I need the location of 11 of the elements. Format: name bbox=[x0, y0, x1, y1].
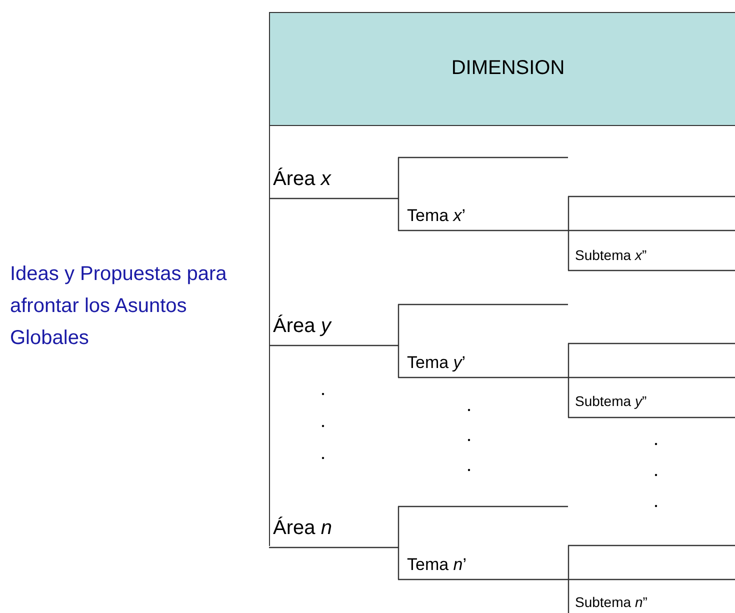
header-title: DIMENSION bbox=[269, 12, 735, 125]
area-label: Área n bbox=[273, 517, 332, 540]
area-label: Área x bbox=[273, 168, 331, 191]
side-note: Ideas y Propuestas para afrontar los Asuntos Globales bbox=[10, 262, 228, 351]
area-label: Área y bbox=[273, 315, 331, 338]
subtopic-label: Subtema n” bbox=[575, 594, 648, 610]
topic-label: Tema n’ bbox=[407, 555, 467, 575]
topic-label: Tema y’ bbox=[407, 353, 466, 373]
subtopic-label: Subtema y” bbox=[575, 393, 647, 410]
topic-label: Tema x’ bbox=[407, 206, 466, 226]
subtopic-label: Subtema x” bbox=[575, 247, 647, 264]
